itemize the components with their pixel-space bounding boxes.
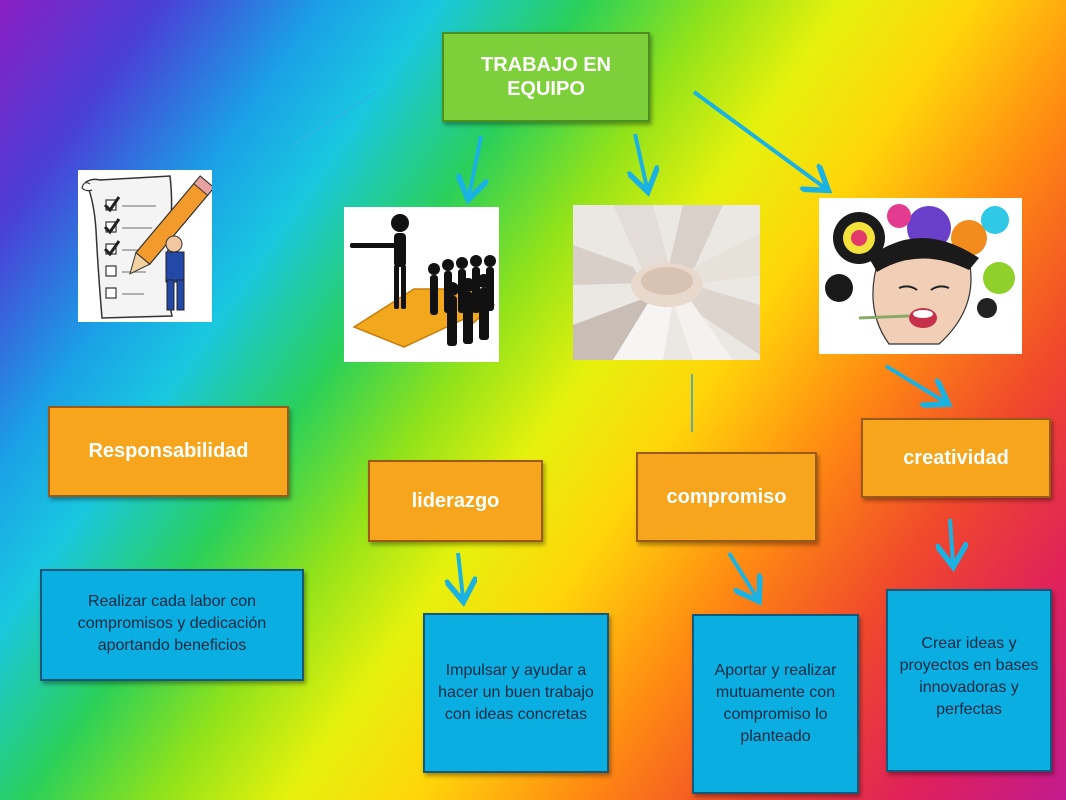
description-creatividad-text: Crear ideas y proyectos en bases innovad…: [899, 635, 1039, 718]
description-compromiso-text: Aportar y realizar mutuamente con compro…: [714, 662, 837, 745]
checklist-pencil-image: [78, 170, 212, 322]
description-creatividad: Crear ideas y proyectos en bases innovad…: [886, 589, 1052, 772]
description-liderazgo-text: Impulsar y ayudar a hacer un buen trabaj…: [438, 662, 594, 723]
stacked-hands-image: [573, 205, 760, 360]
category-responsabilidad: Responsabilidad: [48, 406, 289, 497]
arrow-to-creatividad-desc: [950, 518, 953, 563]
arrow-to-responsabilidad: [291, 91, 377, 147]
category-liderazgo-label: liderazgo: [411, 489, 500, 512]
title-text: TRABAJO EN EQUIPO: [480, 54, 611, 100]
description-compromiso: Aportar y realizar mutuamente con compro…: [692, 614, 859, 794]
category-creatividad-label: creatividad: [903, 446, 1009, 469]
arrow-to-creatividad-box: [884, 364, 945, 402]
description-liderazgo: Impulsar y ayudar a hacer un buen trabaj…: [423, 613, 609, 773]
category-liderazgo: liderazgo: [368, 460, 543, 542]
description-responsabilidad-text: Realizar cada labor con compromisos y de…: [77, 593, 267, 654]
category-compromiso: compromiso: [636, 452, 817, 542]
leader-followers-image: [344, 207, 499, 362]
arrow-to-liderazgo-desc: [458, 552, 463, 598]
category-creatividad: creatividad: [861, 418, 1051, 498]
arrow-to-liderazgo-image: [469, 135, 481, 196]
description-responsabilidad: Realizar cada labor con compromisos y de…: [40, 569, 304, 681]
category-compromiso-label: compromiso: [666, 485, 787, 508]
creative-mind-image: [819, 198, 1022, 354]
arrow-to-compromiso-desc: [727, 551, 757, 598]
category-responsabilidad-label: Responsabilidad: [88, 440, 249, 462]
arrow-to-creatividad-image: [692, 90, 825, 188]
arrow-to-compromiso-image: [635, 133, 647, 188]
title-box: TRABAJO EN EQUIPO: [442, 32, 650, 122]
